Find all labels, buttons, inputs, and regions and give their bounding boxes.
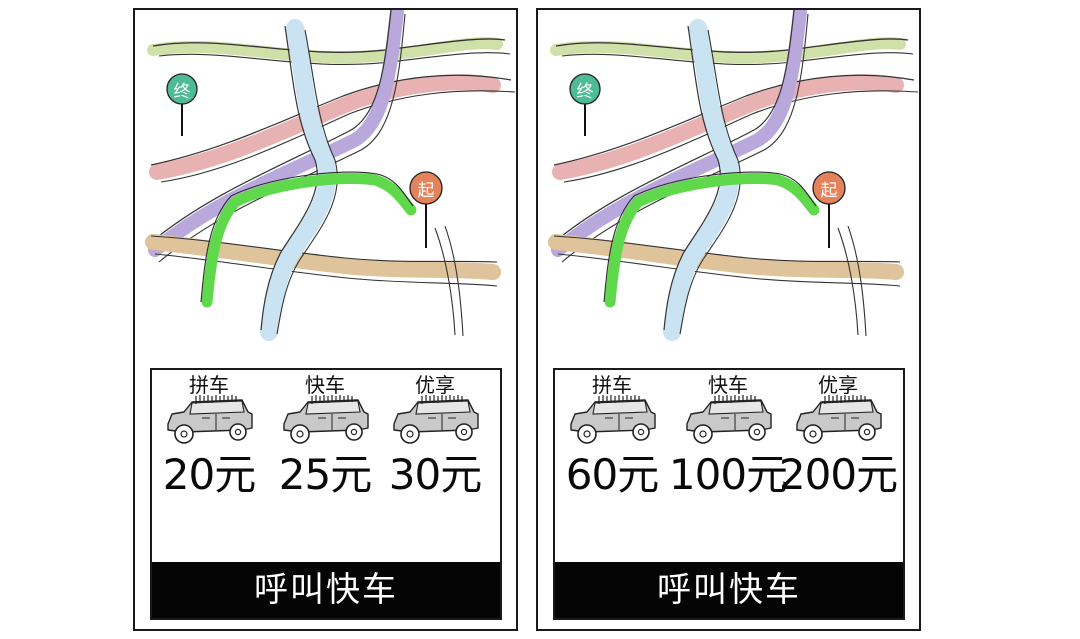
road-top: [550, 37, 914, 66]
start-pin-icon: [409, 171, 443, 248]
road-top: [147, 37, 511, 66]
option-carpool[interactable]: 拼车 20元: [154, 370, 264, 560]
car-icon: [162, 392, 256, 448]
option-label: 快车: [305, 373, 345, 397]
ride-options: 拼车 60元 快车 100元: [555, 370, 903, 560]
route-line: [603, 171, 820, 308]
start-pin-icon: [812, 171, 846, 248]
end-pin-icon: [166, 73, 198, 136]
road-gray: [837, 225, 867, 337]
end-marker[interactable]: 终: [165, 72, 199, 142]
option-label: 快车: [708, 373, 748, 397]
car-icon: [278, 392, 372, 448]
call-express-button[interactable]: 呼叫快车: [152, 562, 500, 618]
ride-options: 拼车 20元 快车 25元: [152, 370, 500, 560]
ride-options-panel: 拼车 20元 快车 25元: [150, 368, 502, 620]
option-label: 拼车: [592, 373, 632, 397]
option-express[interactable]: 快车 100元: [669, 370, 788, 560]
option-price: 100元: [668, 450, 788, 499]
phone-screen-1: 终 起 拼车 20元 快车: [133, 8, 518, 631]
call-express-button[interactable]: 呼叫快车: [555, 562, 903, 618]
start-marker[interactable]: 起: [812, 170, 846, 250]
end-marker-label: 终: [173, 82, 191, 102]
car-icon: [791, 392, 885, 448]
end-marker-label: 终: [576, 82, 594, 102]
route-line: [200, 171, 417, 308]
option-label: 优享: [415, 373, 455, 397]
end-marker[interactable]: 终: [568, 72, 602, 142]
road-pink: [552, 74, 918, 183]
ride-options-panel: 拼车 60元 快车 100元: [553, 368, 905, 620]
option-carpool[interactable]: 拼车 60元: [557, 370, 667, 560]
option-premium[interactable]: 优享 200元: [779, 370, 898, 560]
start-marker[interactable]: 起: [409, 170, 443, 250]
end-pin-icon: [569, 73, 601, 136]
option-premium[interactable]: 优享 30元: [380, 370, 490, 560]
option-price: 25元: [278, 450, 372, 499]
road-blue: [663, 19, 741, 341]
start-marker-label: 起: [820, 181, 838, 201]
option-price: 30元: [388, 450, 482, 499]
car-icon: [388, 392, 482, 448]
option-express[interactable]: 快车 25元: [270, 370, 380, 560]
option-label: 拼车: [189, 373, 229, 397]
road-pink: [149, 74, 515, 183]
phone-screen-2: 终 起 拼车 60元 快车: [536, 8, 921, 631]
option-label: 优享: [818, 373, 858, 397]
option-price: 60元: [565, 450, 659, 499]
start-marker-label: 起: [417, 181, 435, 201]
option-price: 20元: [162, 450, 256, 499]
car-icon: [681, 392, 775, 448]
road-blue: [260, 19, 338, 341]
option-price: 200元: [778, 450, 898, 499]
car-icon: [565, 392, 659, 448]
road-gray: [434, 225, 464, 337]
